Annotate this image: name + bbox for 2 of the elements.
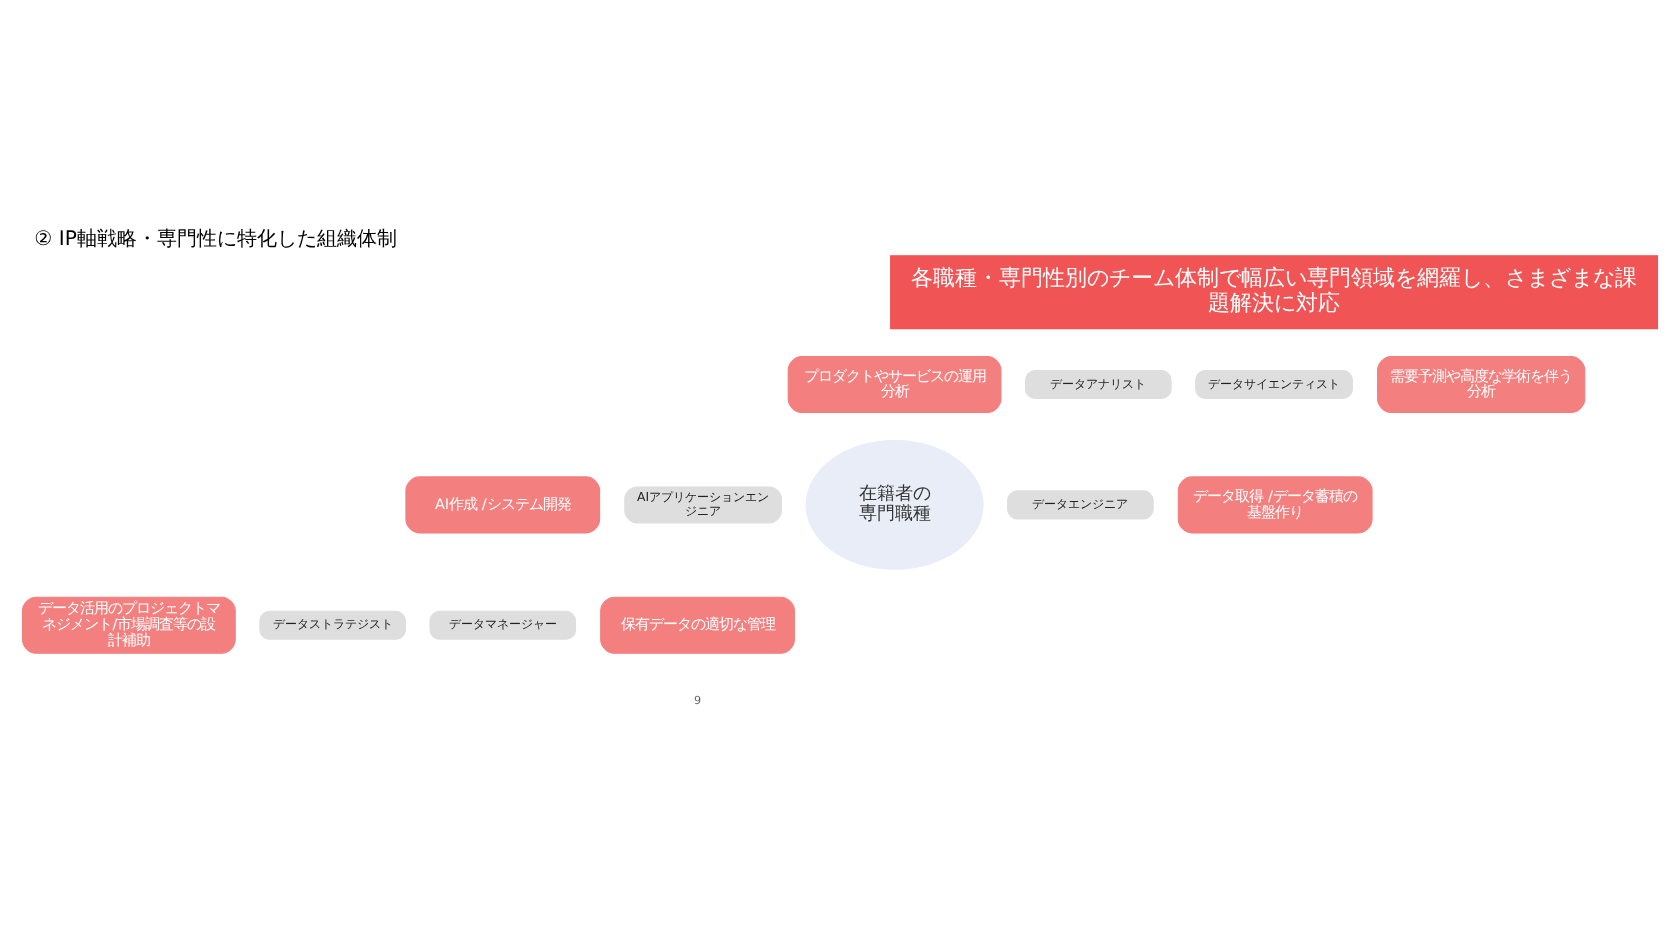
diagram-title: ② IP軸戦略・専門性に特化した組織体制 (34, 228, 397, 251)
node-box: 各職種・専門性別のチーム体制で幅広い専門領域を網羅し、さまざまな課題解決に対応 (890, 254, 1659, 329)
